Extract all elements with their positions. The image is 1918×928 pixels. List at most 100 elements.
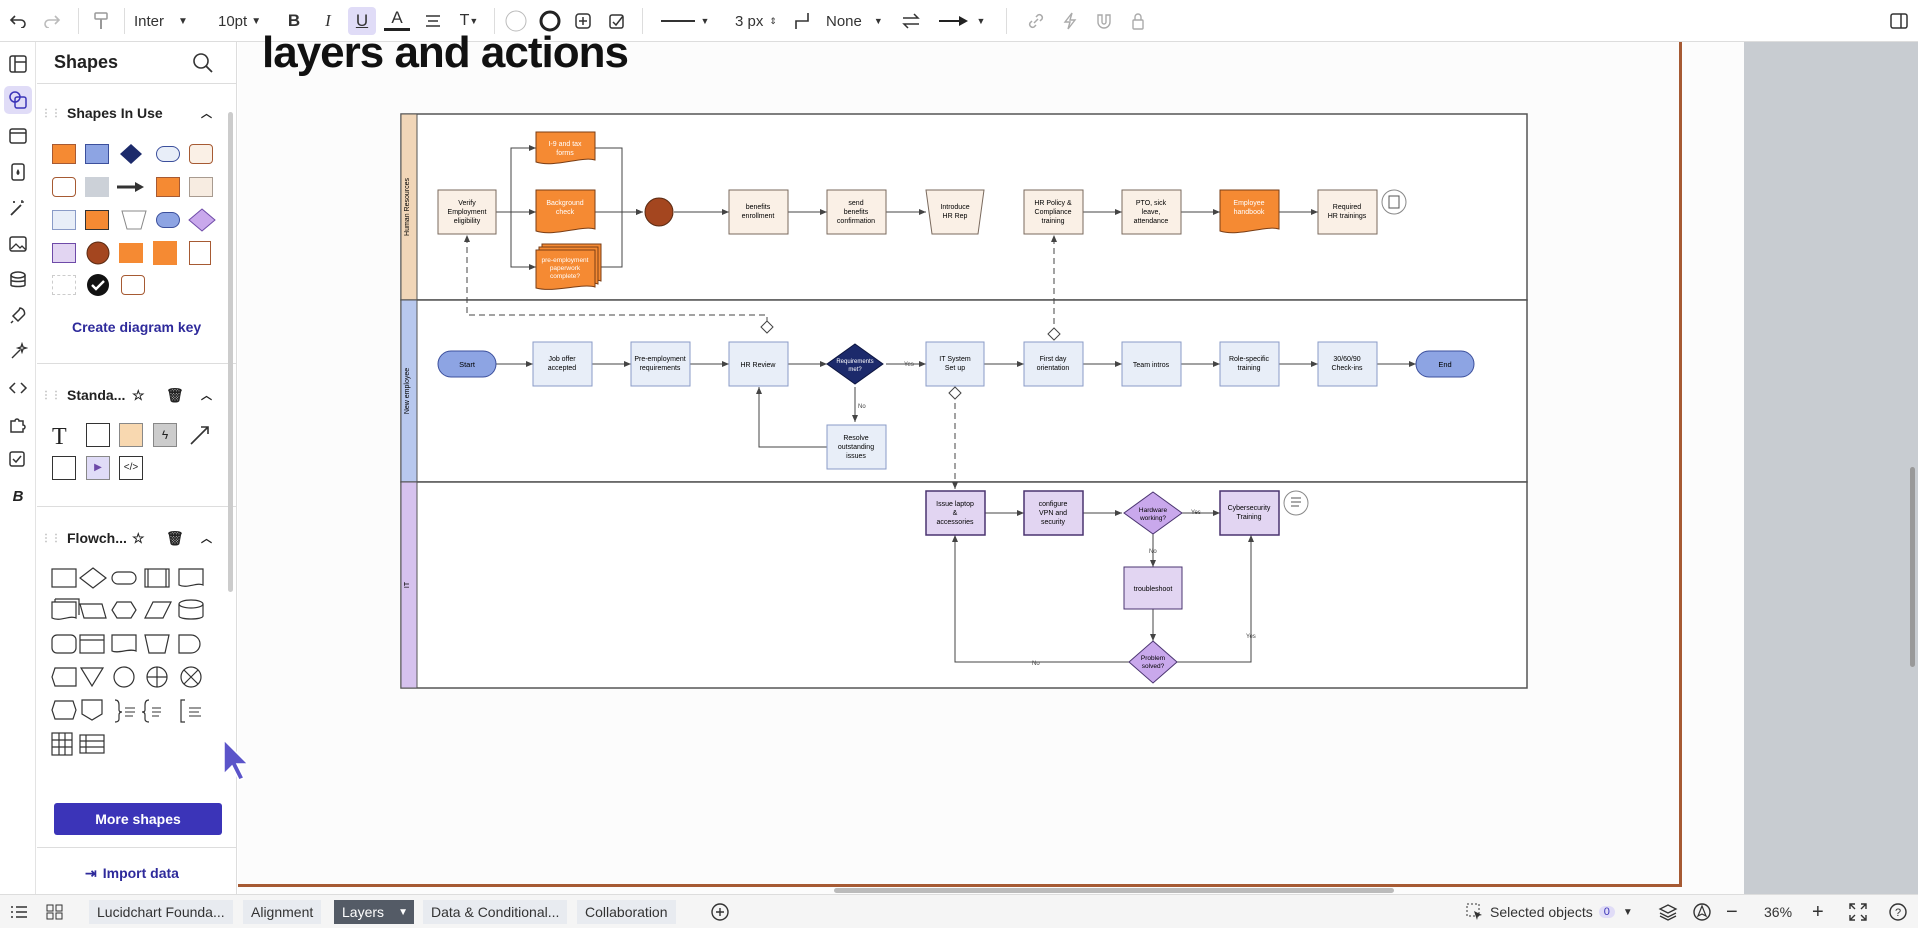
undo-icon[interactable] [6, 7, 30, 35]
shape-terminator[interactable] [156, 146, 180, 162]
magnet-icon[interactable] [1092, 7, 1116, 35]
redo-icon[interactable] [40, 7, 64, 35]
block-shape[interactable] [86, 423, 110, 447]
shape-lavender-rect[interactable] [52, 243, 76, 263]
section-shapes-in-use[interactable]: ⋮⋮ Shapes In Use ︿ [41, 105, 212, 121]
shape-blue-rect[interactable] [85, 144, 109, 164]
link-icon[interactable] [1024, 7, 1048, 35]
node-troubleshoot[interactable]: troubleshoot [1123, 566, 1183, 610]
shape-light-blue-rect[interactable] [52, 210, 76, 230]
line-width-select[interactable]: 3 px ⇕ [735, 12, 777, 30]
checklist-icon[interactable] [4, 446, 32, 474]
create-diagram-key-link[interactable]: Create diagram key [72, 319, 202, 335]
shape-multi-doc[interactable] [85, 210, 109, 230]
shape-navy-diamond[interactable] [119, 143, 142, 165]
diagram-canvas[interactable]: layers and actions Human Resources New e… [238, 28, 1918, 894]
conditional-format-icon[interactable] [604, 7, 630, 35]
underline-button[interactable]: U [348, 7, 376, 35]
zoom-in-button[interactable]: + [1812, 900, 1824, 923]
code-icon[interactable] [4, 374, 32, 402]
text-color-button[interactable]: A [384, 7, 410, 31]
shape-white-rect[interactable] [189, 241, 211, 265]
help-icon[interactable]: ? [1888, 900, 1908, 924]
frame-icon[interactable] [4, 122, 32, 150]
save-badge-icon[interactable] [1381, 189, 1407, 215]
rocket-icon[interactable] [4, 302, 32, 330]
trash-icon[interactable]: 🗑 [166, 386, 184, 403]
text-tool-icon[interactable]: T [52, 424, 67, 450]
more-shapes-button[interactable]: More shapes [54, 803, 222, 835]
chevron-down-icon[interactable]: ▼ [398, 906, 409, 918]
embed-code-icon[interactable]: </> [119, 456, 143, 480]
add-page-icon[interactable] [710, 900, 730, 924]
navigate-icon[interactable] [1692, 900, 1712, 924]
chevron-up-icon[interactable]: ︿ [201, 533, 212, 545]
magic-wand-icon[interactable] [4, 194, 32, 222]
lock-icon[interactable] [1126, 7, 1150, 35]
section-standard[interactable]: ⋮⋮ Standa... ☆ 🗑 ︿ [41, 386, 212, 404]
page-tab[interactable]: Collaboration [577, 900, 676, 924]
shape-options-icon[interactable] [570, 7, 596, 35]
font-family-select[interactable]: Inter ▼ [134, 7, 204, 35]
shape-blue-terminator[interactable] [156, 212, 180, 228]
align-icon[interactable] [420, 7, 446, 35]
shape-orange-square[interactable] [153, 241, 177, 265]
theme-icon[interactable] [4, 158, 32, 186]
bold-button[interactable]: B [287, 11, 301, 30]
sticky-note-shape[interactable] [119, 423, 143, 447]
vertical-scrollbar[interactable] [1910, 467, 1915, 667]
node-start[interactable]: Start [437, 350, 497, 378]
line-style-select[interactable]: ▼ [660, 16, 710, 26]
swap-arrows-icon[interactable] [898, 7, 924, 35]
format-painter-icon[interactable] [88, 7, 114, 35]
selected-objects-menu[interactable]: Selected objects 0 ▼ [1466, 900, 1633, 924]
node-hr-review[interactable]: HR Review [728, 341, 789, 387]
shape-purple-diamond[interactable] [188, 208, 216, 237]
database-icon[interactable] [4, 266, 32, 294]
shape-callout[interactable] [189, 144, 213, 164]
puzzle-icon[interactable] [4, 410, 32, 438]
shape-dashed-rect[interactable] [52, 275, 76, 295]
lightning-icon[interactable] [1058, 7, 1082, 35]
page-tab[interactable]: Alignment [243, 900, 322, 924]
arrowhead-select[interactable]: ▼ [934, 7, 990, 35]
checkmark-icon[interactable] [86, 273, 110, 302]
flowchart-shapes-grid[interactable] [49, 560, 219, 800]
image-icon[interactable] [4, 230, 32, 258]
merge-circle[interactable] [644, 197, 674, 227]
zoom-level[interactable]: 36% [1764, 904, 1793, 920]
fit-to-screen-icon[interactable] [1848, 900, 1868, 924]
page-tab[interactable]: Lucidchart Founda... [89, 900, 233, 924]
brand-b-icon[interactable]: B [12, 487, 24, 505]
horizontal-scrollbar[interactable] [834, 888, 1394, 893]
search-icon[interactable] [192, 52, 214, 79]
ai-sparkle-icon[interactable] [4, 338, 32, 366]
shape-brown-circle[interactable] [86, 241, 110, 270]
shape-light-rect[interactable] [189, 177, 213, 197]
shape-orange-rect-2[interactable] [119, 243, 143, 263]
grid-view-icon[interactable] [46, 900, 64, 924]
lightning-shape-icon[interactable]: ϟ [153, 423, 177, 447]
star-icon[interactable]: ☆ [132, 386, 145, 403]
list-shape-icon[interactable] [52, 456, 76, 480]
